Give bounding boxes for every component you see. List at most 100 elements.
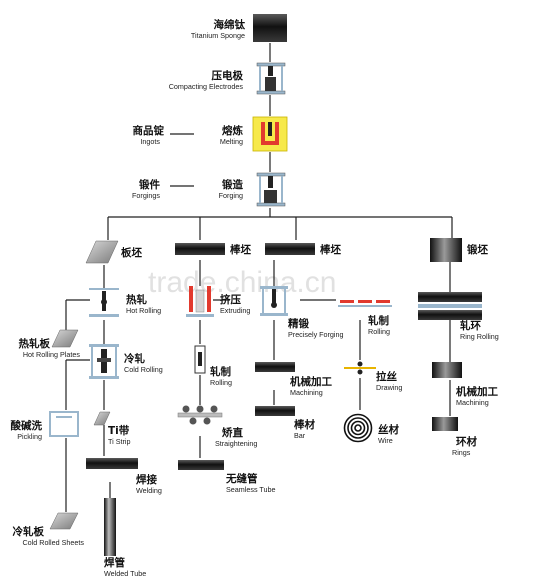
cold-rolled-sheets-node: 冷轧板 Cold Rolled Sheets (13, 512, 84, 547)
block-icon (432, 362, 462, 378)
ingots-node: 商品锭 Ingots (133, 124, 165, 146)
vertical-tube-icon (104, 498, 116, 556)
machining-a-en: Machining (290, 388, 323, 397)
seamless-tube-node: 无缝管 Seamless Tube (178, 460, 276, 494)
bar-en: Bar (294, 431, 306, 440)
compacting-electrodes-node: 压电极 Compacting Electrodes (169, 62, 286, 95)
machining-b-node: 机械加工 Machining (432, 362, 498, 407)
melting-cn: 熔炼 (222, 124, 243, 137)
ti-strip-node: Ti带 Ti Strip (93, 411, 131, 446)
welding-node: 焊接 Welding (86, 458, 162, 495)
roller-icon (194, 345, 206, 374)
drawing-node: 拉丝 Drawing (344, 361, 402, 392)
welded-tube-cn: 焊管 (104, 556, 125, 569)
cold-rolling-node: 冷轧 Cold Rolling (89, 344, 163, 379)
welding-en: Welding (136, 486, 162, 495)
rolling-mill-icon (89, 344, 119, 379)
cold-rolling-cn: 冷轧 (124, 352, 145, 365)
watermark-text: trade.china.cn (148, 266, 336, 299)
hot-rolling-cn: 热轧 (126, 293, 147, 306)
rolling-b-node: 轧制 Rolling (194, 345, 232, 387)
extruding-node: 挤压 Extruding (186, 286, 250, 317)
rolling-a-node: 轧制 Rolling (338, 300, 392, 336)
forgings-cn: 锻件 (139, 178, 160, 191)
forgings-node: 锻件 Forgings (132, 178, 160, 200)
rolling-mill-icon (89, 288, 119, 317)
tube-icon (86, 458, 138, 469)
rings-en: Rings (452, 448, 471, 457)
machining-a-cn: 机械加工 (290, 375, 332, 388)
ingots-cn: 商品锭 (133, 124, 165, 137)
plate-icon (51, 329, 79, 348)
wire-cn: 丝材 (378, 423, 399, 436)
forged-blank-node: 锻坯 (430, 238, 488, 262)
cylinder-bar-icon (253, 14, 287, 42)
compacting-en: Compacting Electrodes (169, 82, 244, 91)
hot-rolling-node: 热轧 Hot Rolling (89, 288, 161, 317)
pickling-node: 酸碱洗 Pickling (11, 411, 79, 441)
hot-rolling-plates-node: 热轧板 Hot Rolling Plates (19, 329, 81, 359)
melting-node: 熔炼 Melting (220, 116, 288, 152)
cold-rolled-sheets-cn: 冷轧板 (13, 525, 45, 538)
ti-strip-en: Ti Strip (108, 437, 131, 446)
furnace-icon (252, 116, 288, 152)
coil-icon (343, 413, 373, 443)
bar-icon (265, 243, 315, 255)
welded-tube-en: Welded Tube (104, 569, 146, 578)
ring-rolling-en: Ring Rolling (460, 332, 499, 341)
drawing-die-icon (344, 361, 376, 375)
forging-cn: 锻造 (222, 178, 243, 191)
plate-icon (85, 240, 119, 264)
rolling-b-en: Rolling (210, 378, 232, 387)
bar-node: 棒材 Bar (255, 406, 315, 440)
press-frame-icon (256, 62, 286, 95)
titanium-sponge-cn: 海绵钛 (214, 18, 246, 31)
rolled-bars-icon (338, 300, 392, 307)
rolling-b-cn: 轧制 (210, 365, 231, 378)
straightening-cn: 矫直 (222, 426, 243, 439)
forged-blank-cn: 锻坯 (467, 243, 488, 256)
hot-rolling-plates-cn: 热轧板 (19, 337, 51, 350)
wire-en: Wire (378, 436, 393, 445)
bar-cn: 棒材 (294, 418, 315, 431)
slab-cn: 板坯 (121, 246, 142, 259)
hot-rolling-en: Hot Rolling (126, 306, 161, 315)
machining-b-cn: 机械加工 (456, 385, 498, 398)
slab-node: 板坯 (85, 240, 142, 264)
billet2-node: 棒坯 (265, 243, 341, 256)
extruding-en: Extruding (220, 306, 250, 315)
ingots-en: Ingots (140, 137, 160, 146)
billet1-cn: 棒坯 (230, 243, 251, 256)
billet1-node: 棒坯 (175, 243, 251, 256)
rolling-a-cn: 轧制 (368, 314, 389, 327)
extruding-cn: 挤压 (220, 293, 241, 306)
connector-lines (65, 43, 453, 512)
straightening-node: 矫直 Straightening (177, 405, 257, 448)
block-icon (430, 238, 462, 262)
seamless-tube-en: Seamless Tube (226, 485, 276, 494)
extruder-icon (186, 286, 214, 317)
cold-rolling-en: Cold Rolling (124, 365, 163, 374)
ring-rolling-icon (418, 292, 482, 320)
block-icon (432, 417, 458, 431)
cold-rolled-sheets-en: Cold Rolled Sheets (22, 538, 84, 547)
forging-en: Forging (219, 191, 243, 200)
wire-node: 丝材 Wire (343, 413, 399, 445)
hot-rolling-plates-en: Hot Rolling Plates (23, 350, 81, 359)
bar-icon (255, 362, 295, 372)
pickling-tank-icon (49, 411, 79, 437)
welded-tube-node: 焊管 Welded Tube (104, 498, 146, 578)
drawing-en: Drawing (376, 383, 402, 392)
seamless-tube-cn: 无缝管 (225, 472, 258, 485)
ring-rolling-cn: 轧环 (460, 319, 481, 332)
press-frame-icon (256, 172, 286, 207)
press-frame-icon (260, 286, 288, 316)
pickling-cn: 酸碱洗 (11, 419, 43, 432)
precise-forging-en: Precisely Forging (288, 330, 344, 339)
tube-icon (178, 460, 224, 470)
precise-forging-node: 精锻 Precisely Forging (260, 286, 344, 339)
welding-cn: 焊接 (136, 473, 157, 486)
rings-node: 环材 Rings (432, 417, 477, 457)
bar-icon (255, 406, 295, 416)
bar-icon (175, 243, 225, 255)
